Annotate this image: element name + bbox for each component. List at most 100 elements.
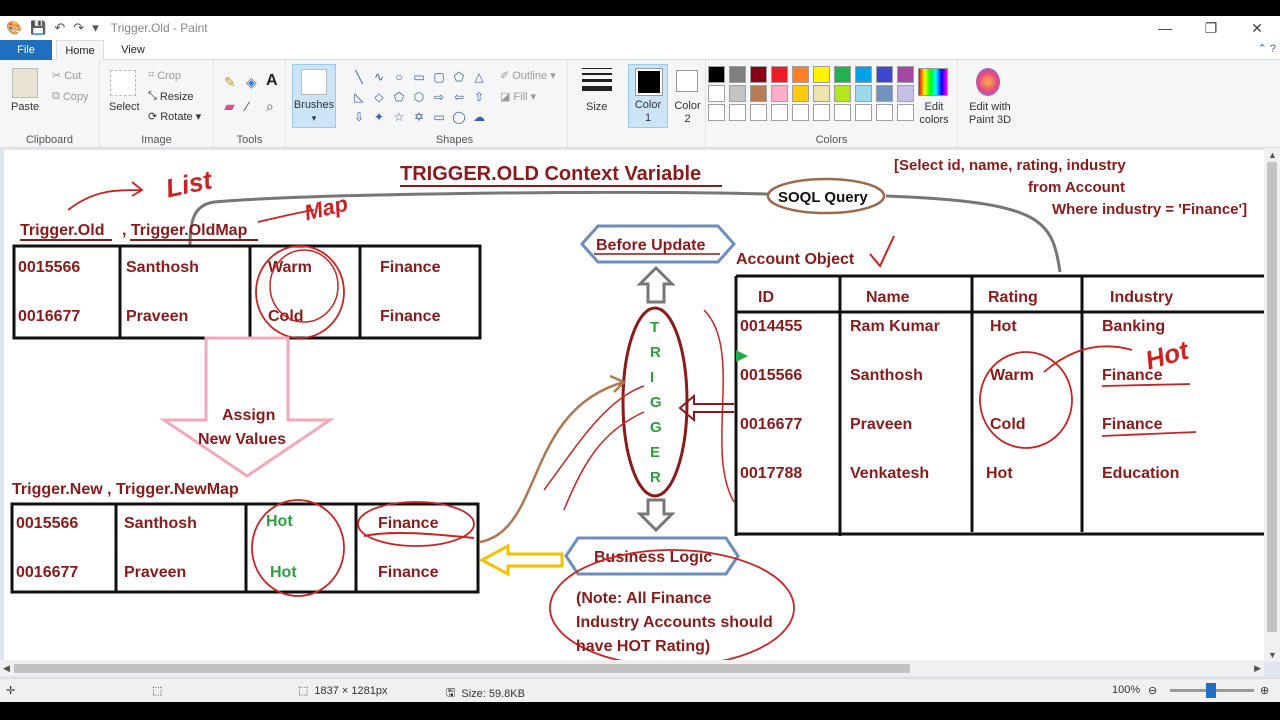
scroll-left-icon[interactable]: ◀ xyxy=(3,663,10,673)
tab-file[interactable]: File xyxy=(0,40,52,60)
oval-shape-icon[interactable]: ○ xyxy=(395,70,403,84)
palette-swatch[interactable] xyxy=(771,104,788,121)
cut-button[interactable]: ✂Cut xyxy=(52,69,82,83)
resize-button[interactable]: ⤡Resize xyxy=(148,90,194,103)
triangle-shape-icon[interactable]: △ xyxy=(474,70,484,84)
oval-callout-shape-icon[interactable]: ◯ xyxy=(452,110,466,124)
help-icon[interactable]: ⌃ ? xyxy=(1257,43,1276,55)
crop-button[interactable]: ⌗Crop xyxy=(148,69,182,82)
customize-dropdown-icon[interactable]: ▾ xyxy=(92,20,99,35)
scroll-up-icon[interactable]: ▲ xyxy=(1268,150,1277,160)
left-arrow-shape-icon[interactable]: ⇦ xyxy=(453,90,465,104)
save-icon[interactable]: 💾 xyxy=(30,20,47,35)
redo-icon[interactable]: ↷ xyxy=(73,20,85,35)
palette-swatch[interactable] xyxy=(876,85,893,102)
vertical-scroll-thumb[interactable] xyxy=(1267,162,1277,632)
palette-swatch[interactable] xyxy=(855,66,872,83)
palette-swatch[interactable] xyxy=(750,104,767,121)
fill-button[interactable]: ◪Fill▾ xyxy=(500,90,536,104)
scroll-right-icon[interactable]: ▶ xyxy=(1254,663,1261,673)
palette-swatch[interactable] xyxy=(792,104,809,121)
palette-swatch[interactable] xyxy=(813,104,830,121)
minimize-icon[interactable]: — xyxy=(1158,20,1172,36)
palette-swatch[interactable] xyxy=(897,85,914,102)
scroll-down-icon[interactable]: ▼ xyxy=(1268,650,1277,660)
rounded-rect-shape-icon[interactable]: ▢ xyxy=(433,70,445,84)
right-arrow-shape-icon[interactable]: ⇨ xyxy=(433,90,445,104)
palette-swatch[interactable] xyxy=(771,66,788,83)
palette-swatch[interactable] xyxy=(771,85,788,102)
edit-colors-icon[interactable] xyxy=(918,68,948,96)
magnifier-icon[interactable]: ⌕ xyxy=(266,98,274,114)
copy-button[interactable]: ⧉Copy xyxy=(52,90,89,103)
tab-home[interactable]: Home xyxy=(56,40,104,60)
pencil-icon[interactable]: ✎ xyxy=(224,74,236,90)
curve-shape-icon[interactable]: ∿ xyxy=(373,70,385,84)
palette-swatch[interactable] xyxy=(813,66,830,83)
palette-swatch[interactable] xyxy=(834,66,851,83)
edit-colors-button[interactable]: Edit colors xyxy=(919,101,949,126)
palette-swatch[interactable] xyxy=(813,85,830,102)
five-star-shape-icon[interactable]: ☆ xyxy=(393,110,405,124)
palette-swatch[interactable] xyxy=(750,85,767,102)
palette-swatch[interactable] xyxy=(855,104,872,121)
paste-icon[interactable] xyxy=(12,68,38,98)
rectangle-shape-icon[interactable]: ▭ xyxy=(413,70,425,84)
palette-swatch[interactable] xyxy=(750,66,767,83)
palette-swatch[interactable] xyxy=(876,104,893,121)
cloud-callout-shape-icon[interactable]: ☁ xyxy=(473,110,485,124)
restore-icon[interactable]: ❐ xyxy=(1204,20,1218,36)
zoom-slider-thumb[interactable] xyxy=(1206,683,1216,698)
paint3d-icon[interactable] xyxy=(976,68,1000,96)
palette-swatch[interactable] xyxy=(792,66,809,83)
palette-swatch[interactable] xyxy=(729,66,746,83)
palette-swatch[interactable] xyxy=(897,66,914,83)
zoom-in-icon[interactable]: ⊕ xyxy=(1260,685,1270,697)
color1-button[interactable]: Color 1 xyxy=(628,64,668,128)
paste-button[interactable]: Paste xyxy=(11,101,40,113)
select-button[interactable]: Select xyxy=(109,101,140,113)
undo-icon[interactable]: ↶ xyxy=(54,20,66,35)
palette-swatch[interactable] xyxy=(729,104,746,121)
palette-swatch[interactable] xyxy=(876,66,893,83)
brushes-button[interactable]: Brushes ▾ xyxy=(292,64,336,128)
palette-swatch[interactable] xyxy=(729,85,746,102)
horizontal-scrollbar[interactable]: ◀ ▶ xyxy=(0,660,1264,676)
palette-swatch[interactable] xyxy=(708,66,725,83)
palette-swatch[interactable] xyxy=(834,104,851,121)
pentagon-shape-icon[interactable]: ⬠ xyxy=(393,90,405,104)
hexagon-shape-icon[interactable]: ⬡ xyxy=(413,90,425,104)
palette-swatch[interactable] xyxy=(792,85,809,102)
close-icon[interactable]: ✕ xyxy=(1251,20,1263,36)
eraser-icon[interactable]: ▰ xyxy=(224,98,235,114)
four-star-shape-icon[interactable]: ✦ xyxy=(373,110,385,124)
down-arrow-shape-icon[interactable]: ⇩ xyxy=(353,110,365,124)
tab-view[interactable]: View xyxy=(121,44,145,56)
palette-swatch[interactable] xyxy=(855,85,872,102)
text-icon[interactable]: A xyxy=(266,72,278,89)
up-arrow-shape-icon[interactable]: ⇧ xyxy=(473,90,485,104)
fill-bucket-icon[interactable]: ◈ xyxy=(246,74,257,90)
rotate-button[interactable]: ⟳Rotate▾ xyxy=(148,110,202,124)
color2-swatch[interactable] xyxy=(676,70,698,92)
drawing-canvas[interactable]: TRIGGER.OLD Context Variable SOQL Query … xyxy=(4,150,1264,662)
polygon-shape-icon[interactable]: ⬠ xyxy=(453,70,465,84)
size-button[interactable]: Size xyxy=(586,101,608,113)
outline-button[interactable]: ✐Outline▾ xyxy=(500,69,556,83)
color-picker-icon[interactable]: ⁄ xyxy=(246,98,249,114)
palette-swatch[interactable] xyxy=(834,85,851,102)
horizontal-scroll-thumb[interactable] xyxy=(14,664,910,673)
palette-swatch[interactable] xyxy=(897,104,914,121)
palette-swatch[interactable] xyxy=(708,104,725,121)
six-star-shape-icon[interactable]: ✡ xyxy=(413,110,425,124)
diamond-shape-icon[interactable]: ◇ xyxy=(374,90,384,104)
paint3d-button[interactable]: Edit with Paint 3D xyxy=(968,101,1012,126)
callout-shape-icon[interactable]: ▭ xyxy=(433,110,445,124)
vertical-scrollbar[interactable]: ▲ ▼ xyxy=(1264,148,1280,662)
zoom-out-icon[interactable]: ⊖ xyxy=(1148,685,1158,697)
select-icon[interactable] xyxy=(110,70,136,96)
right-triangle-shape-icon[interactable]: ◺ xyxy=(354,90,364,104)
palette-swatch[interactable] xyxy=(708,85,725,102)
size-icon[interactable] xyxy=(582,68,612,91)
line-shape-icon[interactable]: ╲ xyxy=(355,70,363,84)
